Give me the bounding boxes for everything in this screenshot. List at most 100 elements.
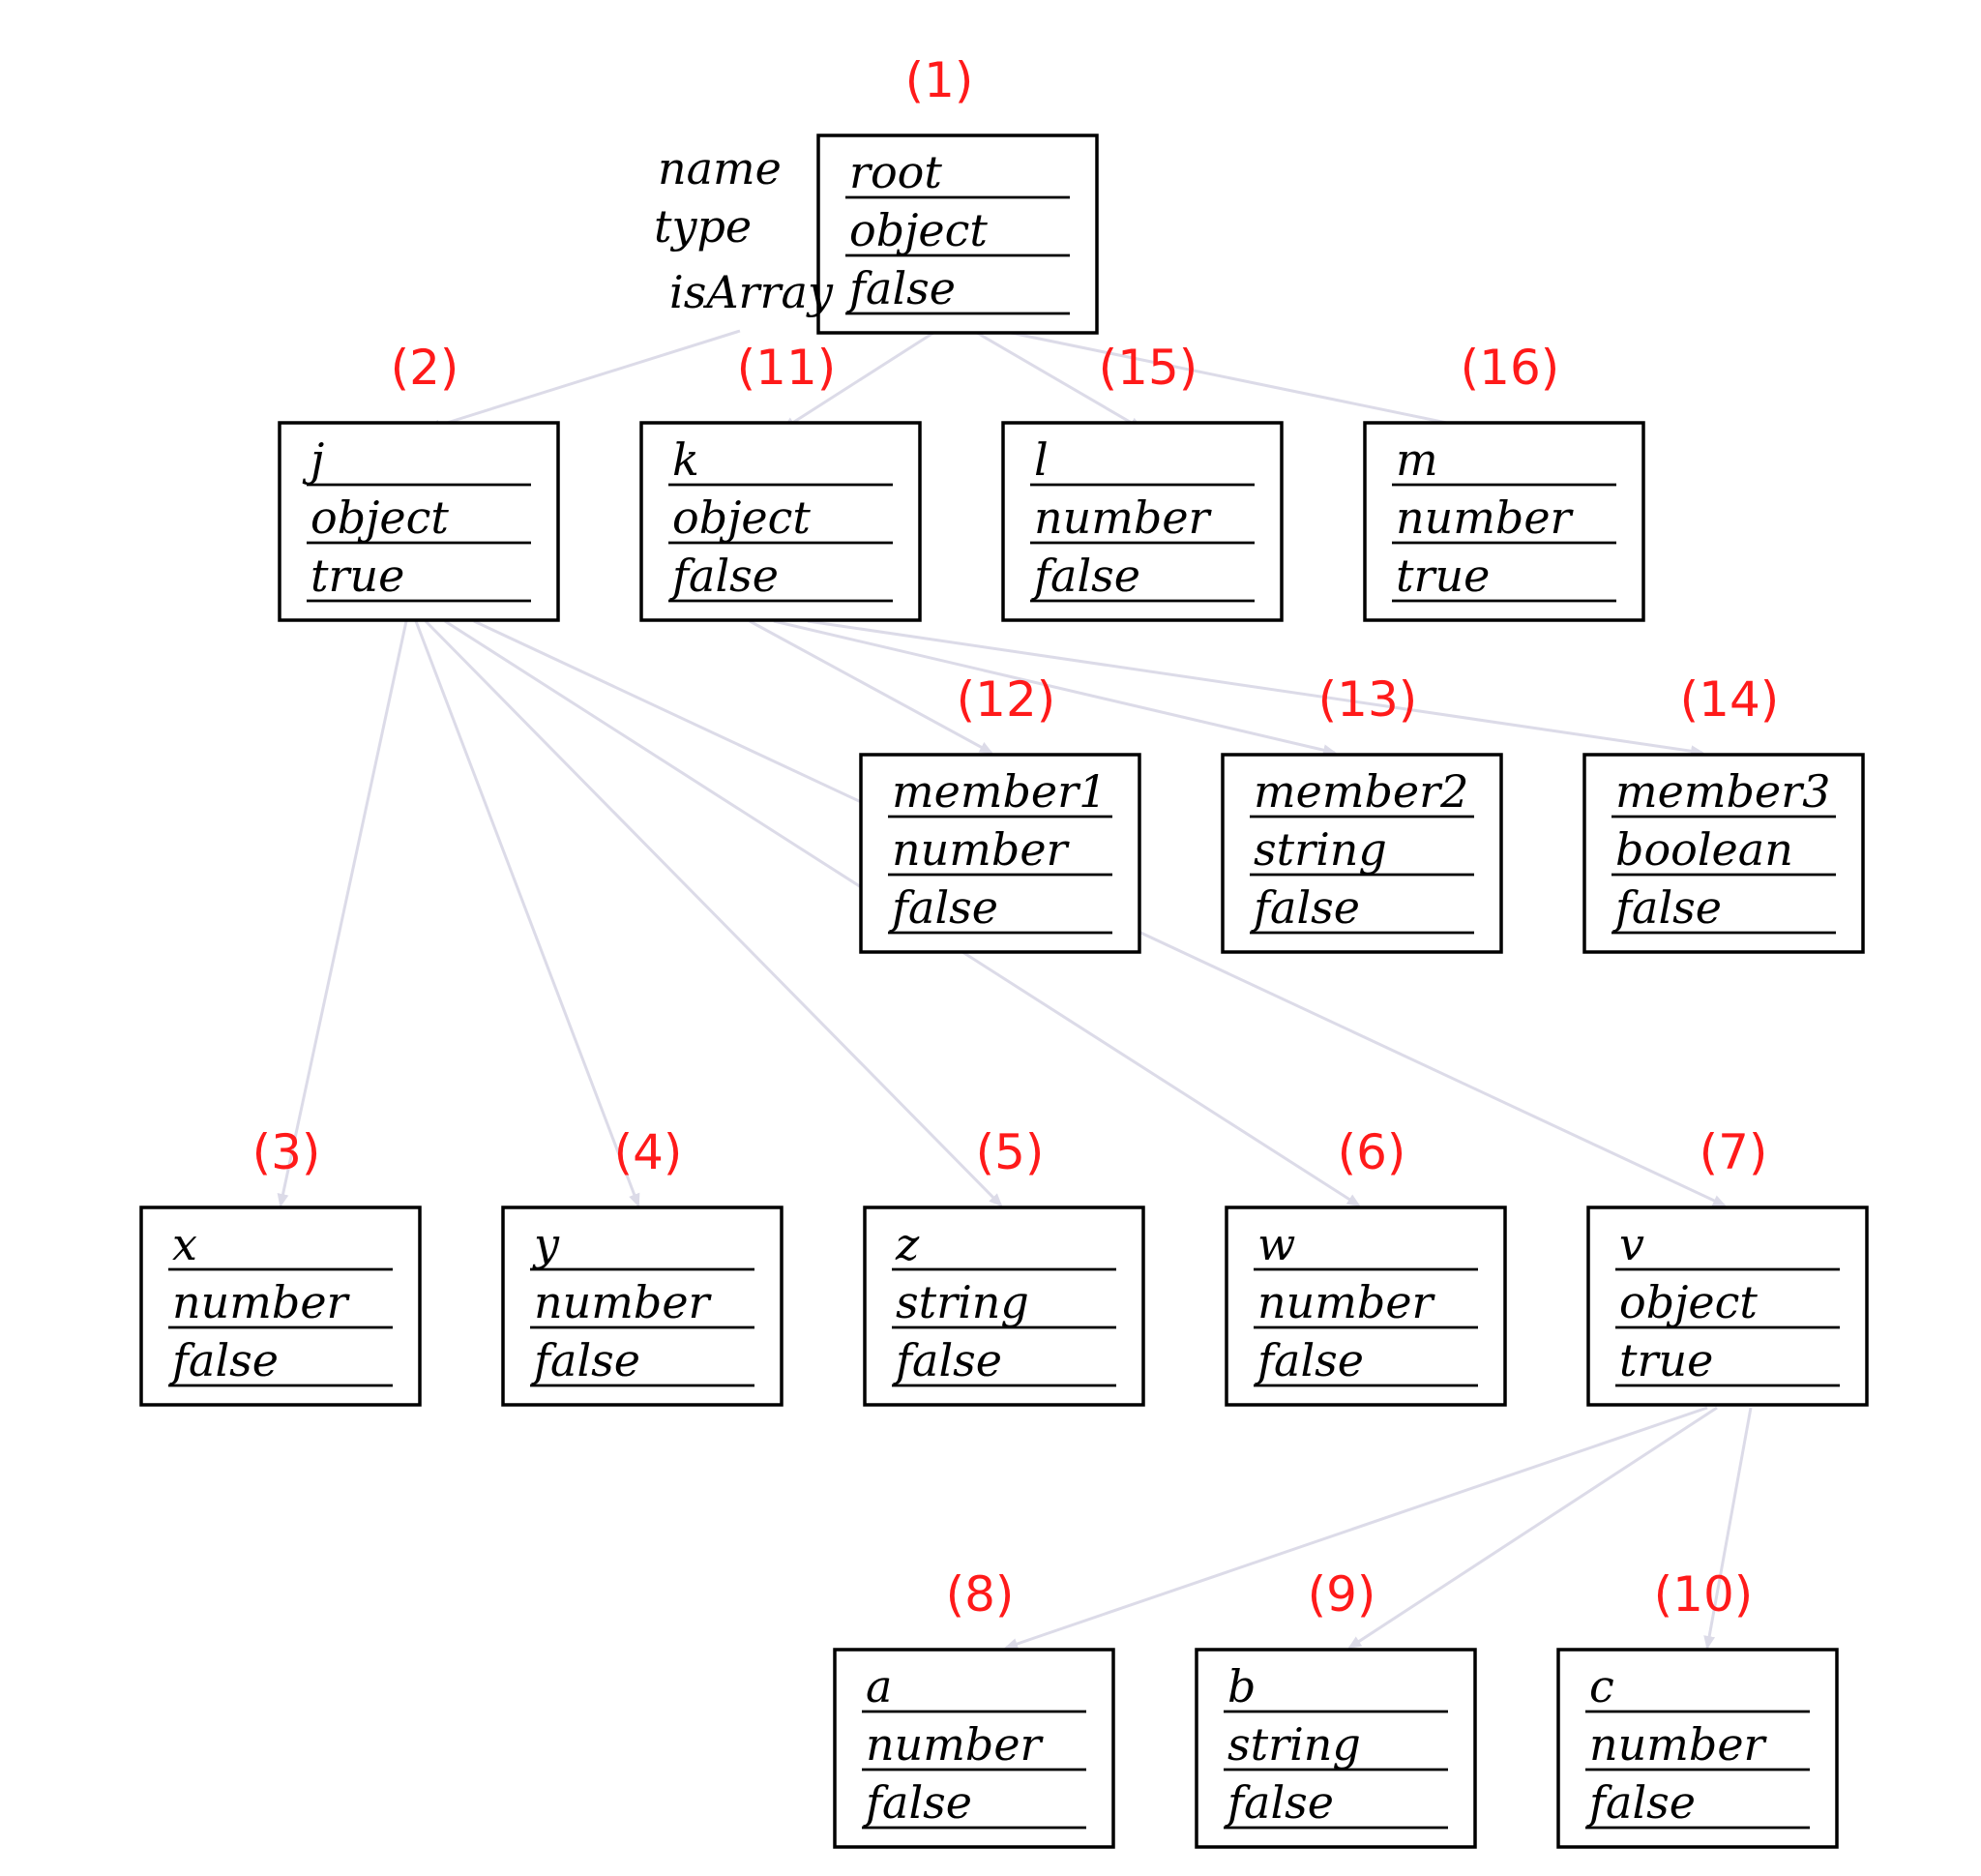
node-name-value: m xyxy=(1396,433,1438,486)
edge-7-to-10 xyxy=(1703,1407,1753,1650)
node-type-value: number xyxy=(172,1276,351,1328)
node-isArray-value: true xyxy=(1396,550,1490,602)
node-3: (3) x number false xyxy=(139,1124,422,1407)
node-number-2: (2) xyxy=(391,340,459,396)
node-isArray-value: false xyxy=(1031,550,1140,602)
node-box-6 xyxy=(1225,1206,1507,1407)
node-number-7: (7) xyxy=(1700,1124,1768,1180)
node-name-value: b xyxy=(1227,1660,1256,1712)
side-label-type: type xyxy=(654,200,752,253)
node-6: (6) w number false xyxy=(1225,1124,1507,1407)
node-number-15: (15) xyxy=(1099,340,1198,396)
node-name-value: v xyxy=(1619,1218,1644,1270)
node-box-13 xyxy=(1221,753,1503,954)
node-type-value: string xyxy=(896,1276,1029,1328)
edge-7-to-8 xyxy=(1004,1406,1708,1650)
edge-7-to-9 xyxy=(1347,1406,1718,1650)
node-type-value: number xyxy=(534,1276,713,1328)
node-box-10 xyxy=(1556,1648,1839,1849)
node-name-value: w xyxy=(1257,1218,1295,1270)
node-box-5 xyxy=(863,1206,1145,1407)
edge-11-to-14 xyxy=(807,619,1704,758)
node-isArray-value: false xyxy=(1612,881,1722,934)
node-number-13: (13) xyxy=(1318,671,1418,728)
node-name-value: member2 xyxy=(1254,765,1468,818)
node-number-8: (8) xyxy=(946,1566,1015,1623)
node-isArray-value: false xyxy=(846,262,956,314)
node-name-value: member1 xyxy=(892,765,1107,818)
node-number-1: (1) xyxy=(905,52,974,108)
node-1: (1) root object false xyxy=(816,52,1099,335)
node-box-11 xyxy=(639,421,922,622)
node-box-9 xyxy=(1195,1648,1477,1849)
edge-11-to-13 xyxy=(773,619,1337,757)
node-number-14: (14) xyxy=(1680,671,1780,728)
node-box-8 xyxy=(833,1648,1115,1849)
node-name-value: y xyxy=(532,1218,560,1270)
node-name-value: a xyxy=(866,1660,892,1712)
side-label-name: name xyxy=(658,142,782,194)
node-name-value: c xyxy=(1589,1660,1614,1712)
node-number-6: (6) xyxy=(1338,1124,1406,1180)
side-labels: name type isArray xyxy=(654,142,834,318)
node-box-12 xyxy=(859,753,1141,954)
node-number-11: (11) xyxy=(737,340,837,396)
node-isArray-value: false xyxy=(863,1776,972,1829)
node-number-16: (16) xyxy=(1461,340,1560,396)
node-5: (5) z string false xyxy=(863,1124,1145,1407)
node-type-value: number xyxy=(1257,1276,1436,1328)
node-type-value: string xyxy=(1254,823,1387,876)
node-name-value: member3 xyxy=(1615,765,1830,818)
node-type-value: object xyxy=(672,491,811,544)
node-type-value: number xyxy=(1396,491,1575,544)
node-box-14 xyxy=(1582,753,1865,954)
node-type-value: object xyxy=(849,204,988,256)
node-isArray-value: false xyxy=(169,1334,279,1386)
node-name-value: x xyxy=(172,1218,197,1270)
node-isArray-value: false xyxy=(669,550,779,602)
edge-2-to-4 xyxy=(414,620,640,1207)
node-type-value: number xyxy=(866,1718,1045,1771)
nodes-layer: (1)rootobjectfalse(2)jobjecttrue(11)kobj… xyxy=(139,52,1869,1849)
node-type-value: string xyxy=(1227,1718,1361,1771)
node-isArray-value: false xyxy=(531,1334,640,1386)
node-number-10: (10) xyxy=(1654,1566,1754,1623)
node-name-value: z xyxy=(895,1218,920,1270)
node-number-3: (3) xyxy=(252,1124,321,1180)
node-box-2 xyxy=(278,421,560,622)
node-name-value: root xyxy=(849,146,942,198)
edge-2-to-3 xyxy=(277,620,408,1207)
edge-1-to-16 xyxy=(1010,331,1477,432)
node-box-3 xyxy=(139,1206,422,1407)
edge-2-to-5 xyxy=(424,619,1003,1207)
node-isArray-value: true xyxy=(1619,1334,1713,1386)
edge-1-to-2 xyxy=(427,329,741,432)
node-isArray-value: false xyxy=(889,881,998,934)
node-number-5: (5) xyxy=(976,1124,1045,1180)
node-type-value: boolean xyxy=(1615,823,1793,876)
side-label-isarray: isArray xyxy=(669,266,834,318)
node-name-value: k xyxy=(672,433,699,486)
node-type-value: number xyxy=(1589,1718,1768,1771)
node-number-4: (4) xyxy=(614,1124,683,1180)
node-isArray-value: false xyxy=(1225,1776,1334,1829)
node-box-15 xyxy=(1001,421,1284,622)
edge-11-to-12 xyxy=(749,619,993,755)
node-box-1 xyxy=(816,134,1099,335)
node-isArray-value: false xyxy=(1255,1334,1364,1386)
edge-1-to-15 xyxy=(976,331,1143,431)
node-type-value: number xyxy=(1034,491,1213,544)
node-isArray-value: false xyxy=(893,1334,1002,1386)
node-4: (4) y number false xyxy=(501,1124,784,1407)
